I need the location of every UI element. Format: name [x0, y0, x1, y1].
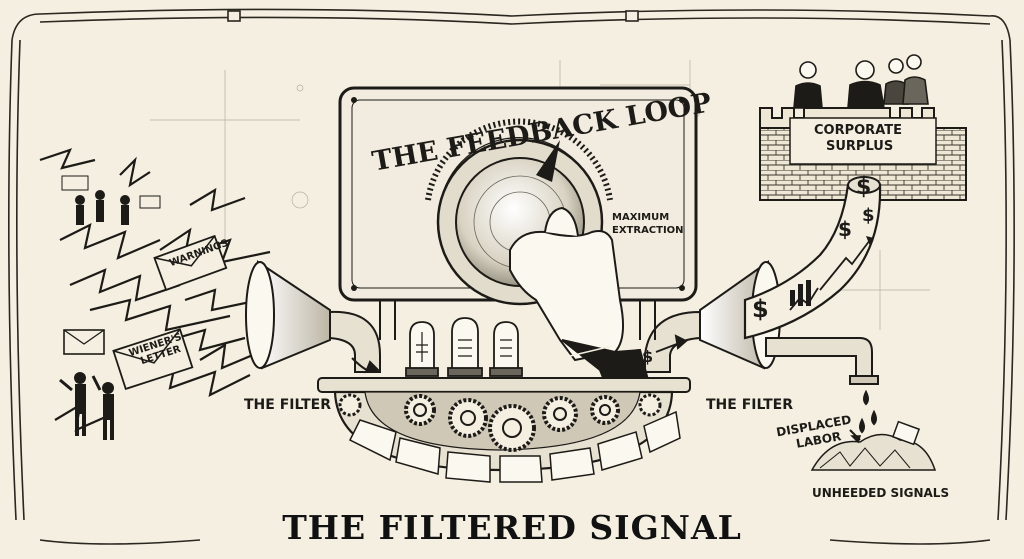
dotted-panels — [348, 410, 681, 483]
flow-arrows — [351, 334, 688, 374]
dollar-sign-3: $ — [838, 217, 852, 241]
warnings-envelope — [153, 234, 228, 292]
dollar-sign-1: $ — [856, 175, 872, 200]
corporate-surplus-line2: SURPLUS — [826, 139, 894, 154]
left-filter-horn — [245, 260, 381, 373]
money-ribbon — [743, 176, 882, 340]
protesters-top — [61, 175, 161, 225]
wieners-letter-envelope — [112, 328, 194, 391]
small-envelope-icon — [63, 329, 105, 355]
chaotic-signals — [39, 148, 271, 432]
diagram-title: THE FILTERED SIGNAL — [282, 508, 742, 547]
dollar-sign-2: $ — [862, 205, 875, 226]
max-extraction-label-line2: EXTRACTION — [612, 225, 684, 236]
corporate-surplus-line1: CORPORATE — [814, 123, 902, 138]
left-filter-label: THE FILTER — [244, 397, 331, 413]
gears — [338, 393, 662, 452]
right-filter-label: THE FILTER — [706, 397, 793, 413]
dollar-sign-4: $ — [752, 295, 769, 323]
decorative-border — [8, 8, 1015, 545]
displaced-labor-pile — [810, 420, 937, 471]
max-extraction-label-line1: MAXIMUM — [612, 212, 670, 223]
vacuum-tubes — [379, 300, 656, 377]
executives — [793, 54, 929, 109]
faucet — [765, 337, 879, 434]
protesters-bottom — [59, 372, 114, 440]
unheeded-signals-label: UNHEEDED SIGNALS — [812, 486, 950, 500]
dollar-sign-5: $ — [642, 347, 654, 366]
